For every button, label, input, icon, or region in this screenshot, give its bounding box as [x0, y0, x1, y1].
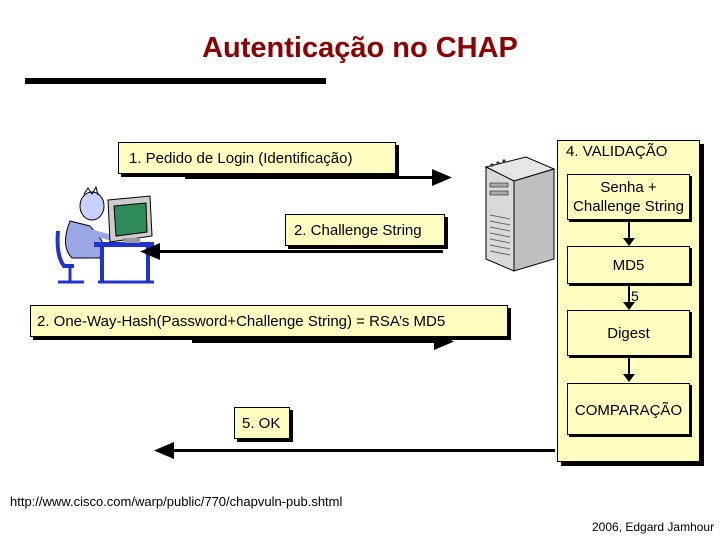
- connector-line: [628, 285, 630, 305]
- step-ok-label: 5. OK: [242, 415, 281, 432]
- server-tower-icon: [484, 156, 556, 272]
- step-login-label: 1. Pedido de Login (Identificação): [129, 150, 353, 167]
- arrow-left-icon: [140, 243, 160, 260]
- validation-title: 4. VALIDAÇÃO: [566, 143, 668, 160]
- arrow-right-icon: [432, 169, 452, 186]
- hash-arrow-line: [192, 340, 437, 343]
- page-title: Autenticação no CHAP: [202, 32, 518, 64]
- challenge-arrow-line: [158, 250, 443, 253]
- credit-text: 2006, Edgard Jamhour: [592, 520, 715, 534]
- arrow-down-icon: [623, 374, 635, 382]
- step-challenge-box: 2. Challenge String: [285, 214, 445, 246]
- ok-arrow-line: [172, 449, 555, 452]
- input-label: Senha + Challenge String: [573, 179, 684, 215]
- input-box: Senha + Challenge String: [567, 174, 690, 220]
- digest-box: Digest: [567, 310, 690, 356]
- step-login-box: 1. Pedido de Login (Identificação): [118, 142, 396, 174]
- step-index-label: 5: [631, 288, 639, 304]
- compare-label: COMPARAÇÃO: [574, 402, 683, 419]
- arrow-down-icon: [623, 238, 635, 246]
- step-hash-box: 2. One-Way-Hash(Password+Challenge Strin…: [30, 305, 508, 337]
- arrow-down-icon: [623, 302, 635, 310]
- step-ok-box: 5. OK: [234, 407, 290, 439]
- arrow-left-icon: [154, 442, 174, 459]
- connector-line: [628, 357, 630, 377]
- source-url: http://www.cisco.com/warp/public/770/cha…: [10, 494, 343, 509]
- digest-label: Digest: [607, 324, 650, 342]
- person-at-computer-icon: [55, 186, 154, 284]
- login-arrow-line: [185, 176, 435, 179]
- step-hash-label: 2. One-Way-Hash(Password+Challenge Strin…: [37, 313, 446, 330]
- compare-box: COMPARAÇÃO: [567, 383, 690, 435]
- step-challenge-label: 2. Challenge String: [294, 222, 422, 239]
- md5-label: MD5: [612, 256, 645, 274]
- md5-box: MD5: [567, 246, 690, 284]
- title-underline: [25, 78, 326, 84]
- arrow-right-icon: [434, 333, 454, 350]
- connector-line: [628, 221, 630, 241]
